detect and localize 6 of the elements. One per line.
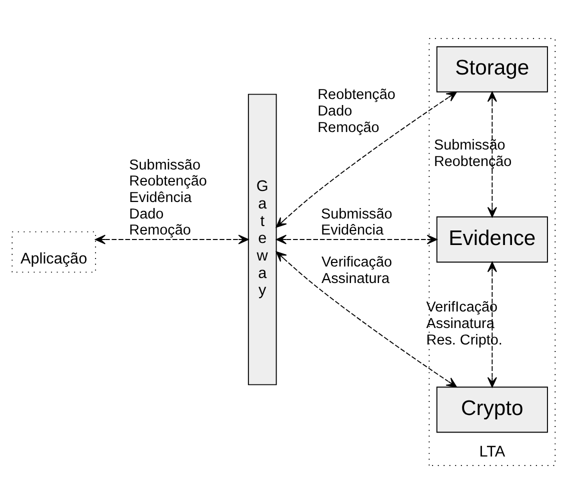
edge-label: Submissão Evidência xyxy=(321,206,392,239)
edge-label: Verificação Assinatura xyxy=(322,254,392,287)
edge-label: Submissão Reobtenção Evidência Dado Remoção xyxy=(129,157,207,239)
edge-label: Reobtenção Dado Remoção xyxy=(318,87,396,136)
edge-label: VerifIcação Assinatura Res. Cripto. xyxy=(426,300,502,348)
edge-label: Submissão Reobtenção xyxy=(434,138,512,170)
